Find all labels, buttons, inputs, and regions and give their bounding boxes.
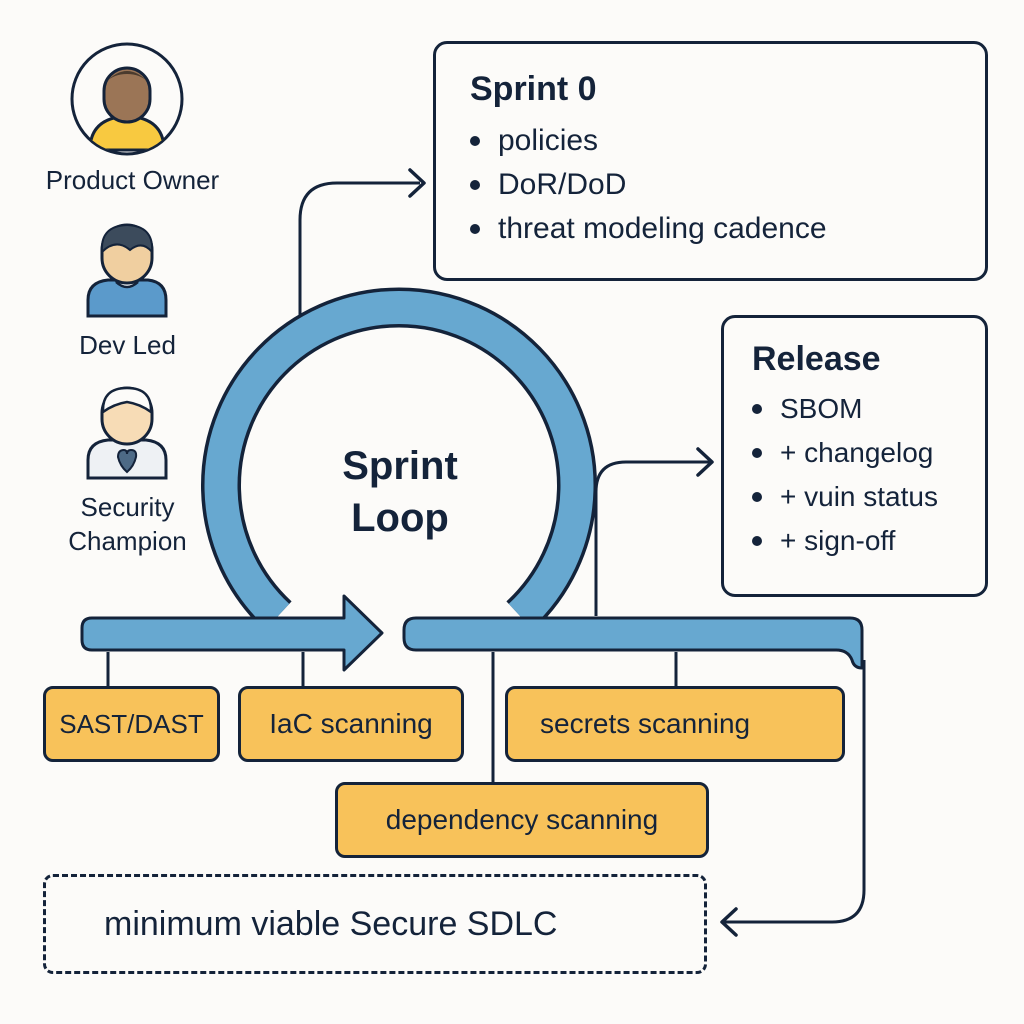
product-owner-avatar-icon [70, 42, 184, 156]
sprint0-item: threat modeling cadence [470, 207, 985, 251]
arrowhead-sprint0-icon [408, 168, 426, 198]
release-item: + sign-off [752, 519, 985, 563]
release-item: SBOM [752, 387, 985, 431]
role-label-dev-lead: Dev Led [79, 330, 176, 360]
sprint0-item: DoR/DoD [470, 163, 985, 207]
flow-bar-out [402, 616, 864, 670]
release-list: SBOM + changelog + vuin status + sign-of… [752, 387, 985, 563]
connector-loop-to-release [594, 460, 710, 616]
tool-iac-scanning: IaC scanning [238, 686, 464, 762]
sdlc-footer-label: minimum viable Secure SDLC [104, 904, 558, 943]
tool-dependency-scanning: dependency scanning [335, 782, 709, 858]
sprint-loop-label: Sprint Loop [300, 440, 500, 544]
sprint-loop-ring-fill [204, 291, 594, 629]
arrowhead-sdlc-icon [720, 907, 738, 937]
sprint0-item: policies [470, 119, 985, 163]
security-champion-avatar-icon [86, 386, 168, 480]
sprint0-card: Sprint 0 policies DoR/DoD threat modelin… [433, 41, 988, 281]
tool-sast-dast: SAST/DAST [43, 686, 220, 762]
role-label-product-owner: Product Owner [45, 165, 220, 195]
sprint0-title: Sprint 0 [470, 70, 597, 108]
release-card: Release SBOM + changelog + vuin status +… [721, 315, 988, 597]
arrowhead-release-icon [696, 447, 714, 477]
flow-arrow-in [80, 594, 384, 672]
sdlc-footer-box: minimum viable Secure SDLC [43, 874, 707, 974]
release-item: + vuin status [752, 475, 985, 519]
role-label-security-champion-line2: Champion [68, 526, 187, 556]
role-label-security-champion-line1: Security [80, 492, 175, 522]
role-label-security-champion: Security Champion [40, 490, 215, 558]
connector-to-sdlc [724, 660, 866, 924]
tool-secrets-scanning: secrets scanning [505, 686, 845, 762]
sprint-loop-label-line1: Sprint [342, 444, 458, 488]
release-item: + changelog [752, 431, 985, 475]
sprint-loop-label-line2: Loop [351, 496, 449, 540]
dev-lead-avatar-icon [86, 223, 168, 318]
connector-loop-to-sprint0 [298, 181, 420, 340]
sprint0-list: policies DoR/DoD threat modeling cadence [470, 119, 985, 251]
release-title: Release [752, 340, 881, 378]
